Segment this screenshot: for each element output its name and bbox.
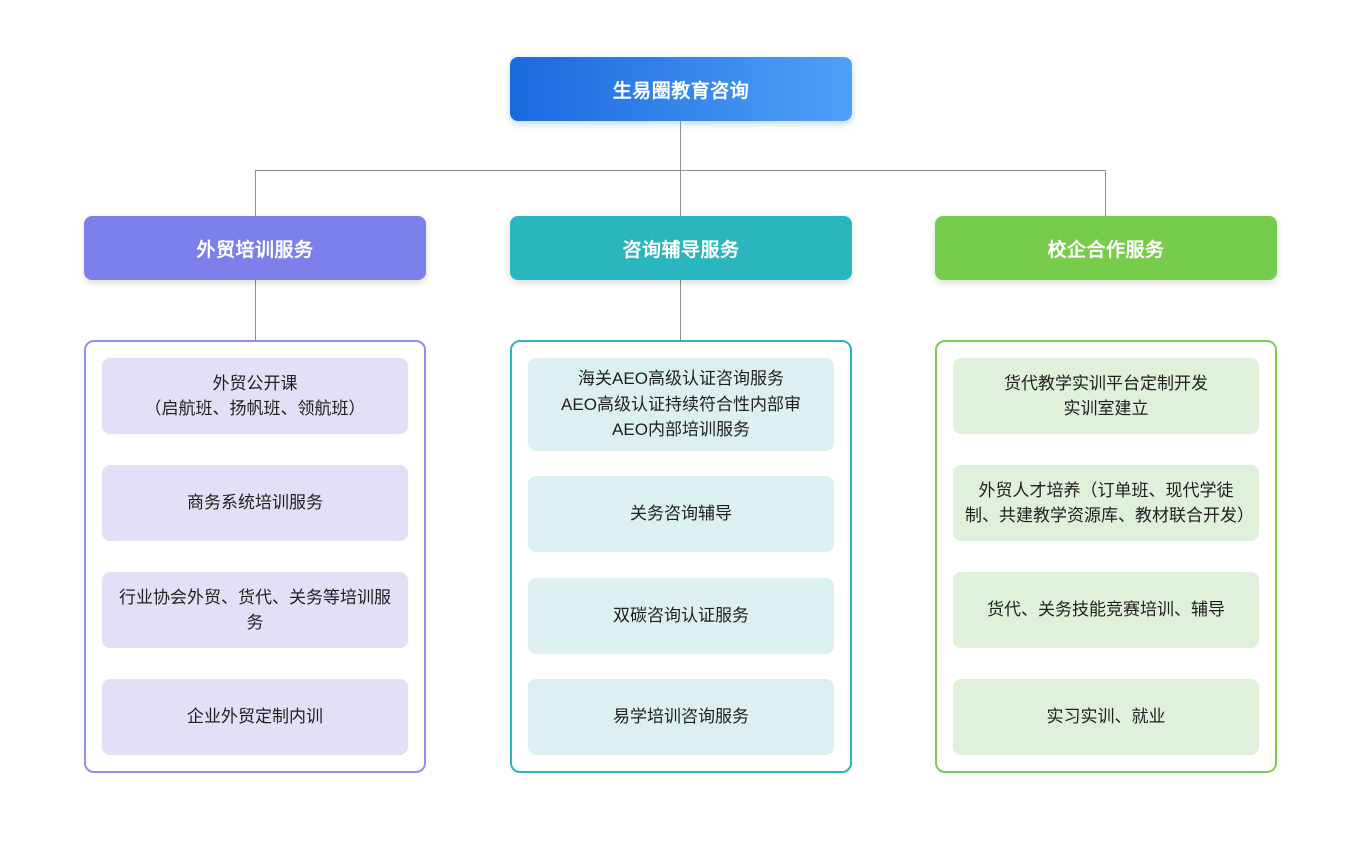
branch-header-label: 外贸培训服务 [196, 239, 314, 261]
leaf-item: 货代、关务技能竞赛培训、辅导 [953, 572, 1259, 648]
leaf-item: 货代教学实训平台定制开发 实训室建立 [953, 358, 1259, 434]
branch-container-foreign-trade-training: 外贸公开课 （启航班、扬帆班、领航班） 商务系统培训服务 行业协会外贸、货代、关… [84, 340, 426, 773]
root-node-label: 生易圈教育咨询 [612, 80, 750, 102]
branch-header-label: 校企合作服务 [1047, 239, 1165, 261]
leaf-item: 双碳咨询认证服务 [528, 577, 834, 654]
leaf-item: 企业外贸定制内训 [102, 679, 408, 755]
branch-header-label: 咨询辅导服务 [622, 239, 740, 261]
branch-container-school-enterprise-cooperation: 货代教学实训平台定制开发 实训室建立 外贸人才培养（订单班、现代学徒制、共建教学… [935, 340, 1277, 773]
leaf-item: 关务咨询辅导 [528, 476, 834, 552]
leaf-item: 外贸人才培养（订单班、现代学徒制、共建教学资源库、教材联合开发） [953, 465, 1259, 541]
connector-header-container-branch-1 [255, 280, 256, 340]
root-node: 生易圈教育咨询 [510, 57, 852, 121]
connector-drop-branch-1 [255, 170, 256, 216]
branch-header-school-enterprise-cooperation: 校企合作服务 [935, 216, 1277, 280]
leaf-item: 实习实训、就业 [953, 679, 1259, 755]
leaf-item: 海关AEO高级认证咨询服务 AEO高级认证持续符合性内部审 AEO内部培训服务 [528, 358, 834, 451]
leaf-item: 商务系统培训服务 [102, 465, 408, 541]
branch-header-foreign-trade-training: 外贸培训服务 [84, 216, 426, 280]
leaf-item: 行业协会外贸、货代、关务等培训服务 [102, 572, 408, 648]
connector-drop-branch-3 [1105, 170, 1106, 216]
connector-header-container-branch-2 [680, 280, 681, 340]
leaf-item: 易学培训咨询服务 [528, 679, 834, 755]
leaf-item: 外贸公开课 （启航班、扬帆班、领航班） [102, 358, 408, 434]
connector-root-vertical [680, 121, 681, 170]
branch-container-consulting-coaching: 海关AEO高级认证咨询服务 AEO高级认证持续符合性内部审 AEO内部培训服务 … [510, 340, 852, 773]
branch-header-consulting-coaching: 咨询辅导服务 [510, 216, 852, 280]
connector-drop-branch-2 [680, 170, 681, 216]
